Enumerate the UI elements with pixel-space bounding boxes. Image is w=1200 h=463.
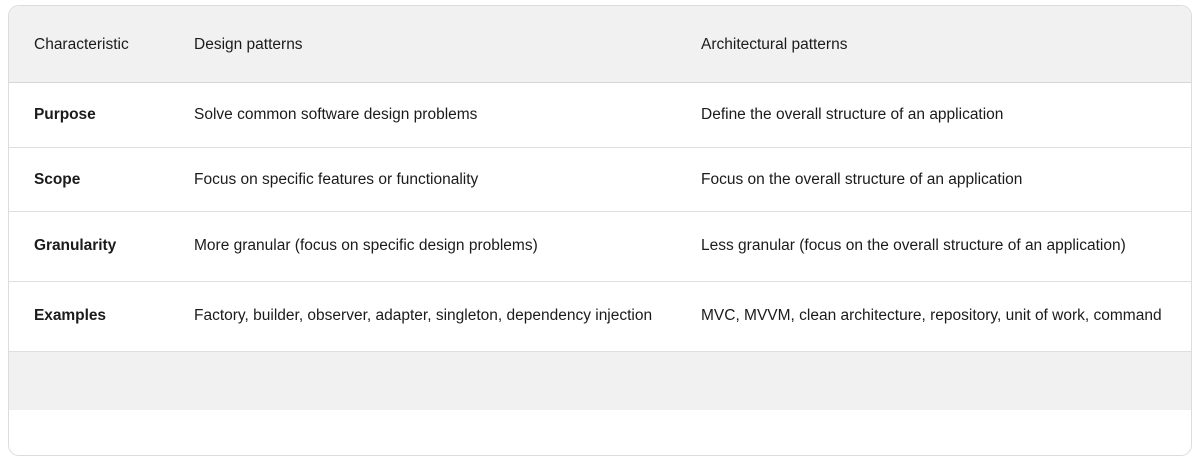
table-footer-row <box>9 351 1191 411</box>
column-header-design-patterns: Design patterns <box>194 6 701 84</box>
cell-architectural-patterns: Less granular (focus on the overall stru… <box>701 211 1191 283</box>
cell-characteristic: Purpose <box>9 82 194 148</box>
cell-characteristic: Examples <box>9 281 194 353</box>
table-header-row: Characteristic Design patterns Architect… <box>9 6 1191 84</box>
cell-architectural-patterns: Focus on the overall structure of an app… <box>701 147 1191 212</box>
cell-design-patterns: More granular (focus on specific design … <box>194 211 701 283</box>
comparison-table-container: Characteristic Design patterns Architect… <box>8 5 1192 456</box>
cell-architectural-patterns: MVC, MVVM, clean architecture, repositor… <box>701 281 1191 353</box>
table-header: Characteristic Design patterns Architect… <box>9 6 1191 84</box>
cell-characteristic: Scope <box>9 147 194 212</box>
table-row: Granularity More granular (focus on spec… <box>9 211 1191 283</box>
table-row: Purpose Solve common software design pro… <box>9 82 1191 148</box>
footer-cell-characteristic <box>9 352 194 411</box>
table-row: Examples Factory, builder, observer, ada… <box>9 281 1191 353</box>
cell-characteristic: Granularity <box>9 211 194 283</box>
cell-design-patterns: Solve common software design problems <box>194 82 701 148</box>
table-row: Scope Focus on specific features or func… <box>9 147 1191 212</box>
cell-architectural-patterns: Define the overall structure of an appli… <box>701 82 1191 148</box>
column-header-characteristic: Characteristic <box>9 6 194 84</box>
comparison-table: Characteristic Design patterns Architect… <box>9 6 1191 411</box>
table-footer <box>9 351 1191 411</box>
column-header-architectural-patterns: Architectural patterns <box>701 6 1191 84</box>
table-body: Purpose Solve common software design pro… <box>9 82 1191 353</box>
footer-cell-architectural-patterns <box>701 352 1191 411</box>
footer-cell-design-patterns <box>194 352 701 411</box>
cell-design-patterns: Focus on specific features or functional… <box>194 147 701 212</box>
cell-design-patterns: Factory, builder, observer, adapter, sin… <box>194 281 701 353</box>
